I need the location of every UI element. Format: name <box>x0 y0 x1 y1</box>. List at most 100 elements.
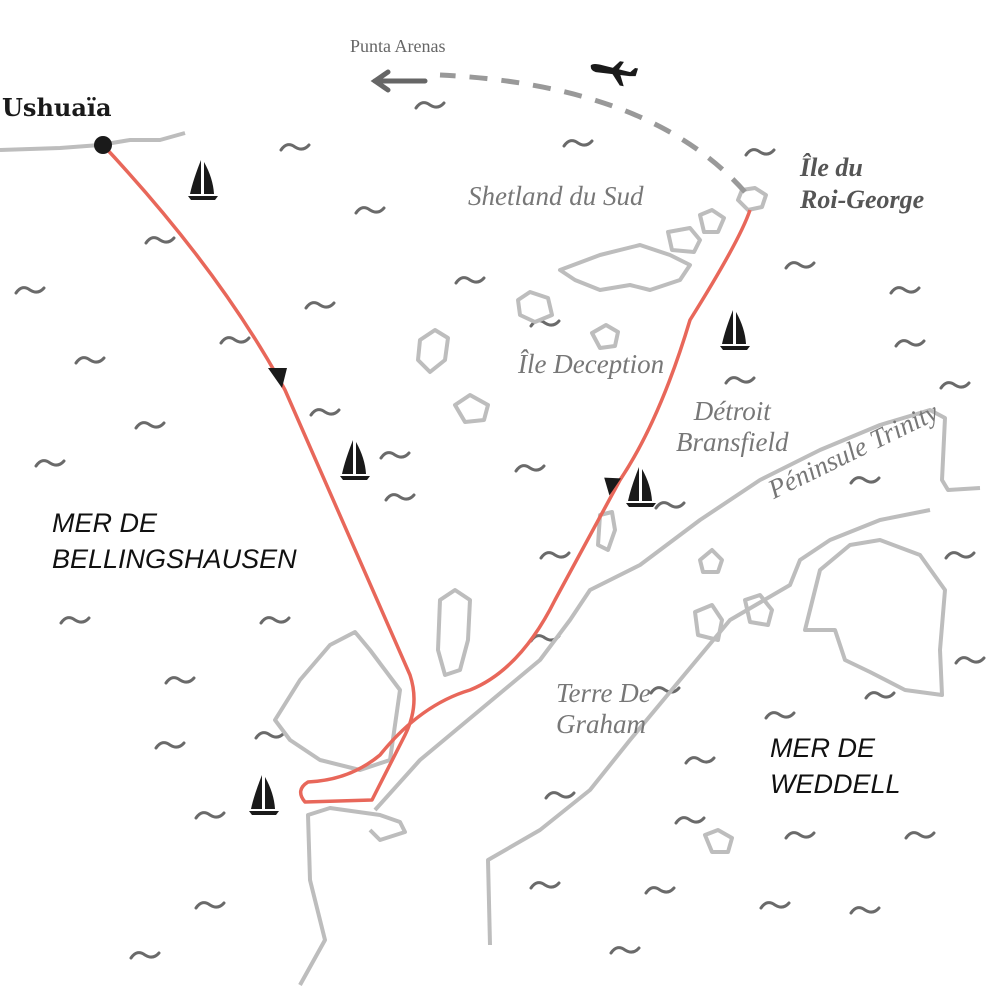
weddell-label: MER DE WEDDELL <box>770 730 901 802</box>
bellingshausen-label-line1: MER DE <box>52 508 158 538</box>
wave-icon <box>889 286 921 295</box>
wave-icon <box>144 236 176 245</box>
sea-waves <box>14 101 986 960</box>
wave-icon <box>379 451 411 460</box>
cruise-route <box>101 143 752 804</box>
airplane-icon <box>590 61 639 87</box>
sailboats <box>188 160 750 815</box>
graham-label-line2: Graham <box>556 709 647 739</box>
wave-icon <box>759 901 791 910</box>
wave-icon <box>644 886 676 895</box>
trinity-peninsula-south-coast <box>486 508 931 946</box>
wave-icon <box>514 464 546 473</box>
wave-icon <box>59 616 91 625</box>
graham-label: Terre De Graham <box>556 678 651 740</box>
south-shetland-label: Shetland du Sud <box>468 181 644 211</box>
wave-icon <box>279 143 311 152</box>
wave-icon <box>34 459 66 468</box>
wave-icon <box>194 901 226 910</box>
wave-icon <box>609 946 641 955</box>
wave-icon <box>849 476 881 485</box>
land-outlines <box>0 131 981 986</box>
wave-icon <box>219 336 251 345</box>
wave-icon <box>954 656 986 665</box>
wave-icon <box>164 676 196 685</box>
wave-icon <box>684 756 716 765</box>
south-america-coast <box>0 131 186 152</box>
wave-icon <box>744 148 776 157</box>
king-george-label-line2: Roi-George <box>800 185 925 214</box>
small-island-6 <box>596 510 617 552</box>
wave-icon <box>784 261 816 270</box>
bransfield-label: Détroit Bransfield <box>676 396 789 458</box>
weddell-island-3 <box>743 593 774 627</box>
graham-label-line1: Terre De <box>556 678 651 708</box>
shetland-island-1 <box>698 208 726 234</box>
trinity-peninsula-north-coast <box>373 408 981 812</box>
port-marker-icon <box>94 136 112 154</box>
bransfield-label-line1: Détroit <box>693 396 771 426</box>
weddell-island-4 <box>703 828 734 854</box>
western-island <box>273 630 402 772</box>
wave-icon <box>944 551 976 560</box>
arrow-left-icon <box>370 69 428 93</box>
sailboat-icon <box>188 160 218 200</box>
bellingshausen-label-line2: BELLINGSHAUSEN <box>52 544 297 574</box>
wave-icon <box>939 381 971 390</box>
flight-path <box>439 72 747 194</box>
wave-icon <box>259 616 291 625</box>
wave-icon <box>784 831 816 840</box>
deception-label: Île Deception <box>518 349 665 379</box>
sailboat-icon <box>626 467 656 507</box>
wave-icon <box>304 301 336 310</box>
wave-icon <box>384 493 416 502</box>
wave-icon <box>649 686 681 695</box>
wave-icon <box>849 906 881 915</box>
wave-icon <box>764 711 796 720</box>
sailboat-icon <box>249 775 279 815</box>
wave-icon <box>904 831 936 840</box>
wave-icon <box>309 408 341 417</box>
wave-icon <box>562 139 594 148</box>
wave-icon <box>544 791 576 800</box>
wave-icon <box>674 816 706 825</box>
wave-icon <box>14 286 46 295</box>
shetland-island-3 <box>516 290 554 324</box>
antarctic-peninsula-west-coast <box>298 806 407 986</box>
wave-icon <box>654 501 686 510</box>
wave-icon <box>454 276 486 285</box>
punta-arenas-label: Punta Arenas <box>350 36 446 56</box>
wave-icon <box>894 339 926 348</box>
weddell-label-line2: WEDDELL <box>770 769 901 799</box>
wave-icon <box>724 376 756 385</box>
weddell-coast <box>803 538 947 697</box>
sailboat-icon <box>340 440 370 480</box>
king-george-label-line1: Île du <box>800 153 863 182</box>
ushuaia-label: Ushuaïa <box>2 93 112 122</box>
route-direction-arrow <box>268 368 287 388</box>
weddell-island-1 <box>698 548 724 574</box>
king-george-label: Île du Roi-George <box>800 152 924 216</box>
wave-icon <box>254 731 286 740</box>
wave-icon <box>134 421 166 430</box>
weddell-label-line1: MER DE <box>770 733 876 763</box>
wave-icon <box>154 741 186 750</box>
wave-icon <box>129 951 161 960</box>
bellingshausen-label: MER DE BELLINGSHAUSEN <box>52 505 297 577</box>
weddell-island-2 <box>693 603 724 642</box>
wave-icon <box>529 881 561 890</box>
wave-icon <box>864 691 896 700</box>
wave-icon <box>354 206 386 215</box>
shetland-island-4 <box>590 323 620 350</box>
route-direction-arrow <box>604 477 621 496</box>
shetland-island-2 <box>666 226 702 254</box>
small-island-7 <box>436 588 472 677</box>
wave-icon <box>74 356 106 365</box>
wave-icon <box>194 811 226 820</box>
wave-icon <box>539 551 571 560</box>
wave-icon <box>414 101 446 110</box>
sailboat-icon <box>720 310 750 350</box>
small-island-5 <box>453 393 490 424</box>
